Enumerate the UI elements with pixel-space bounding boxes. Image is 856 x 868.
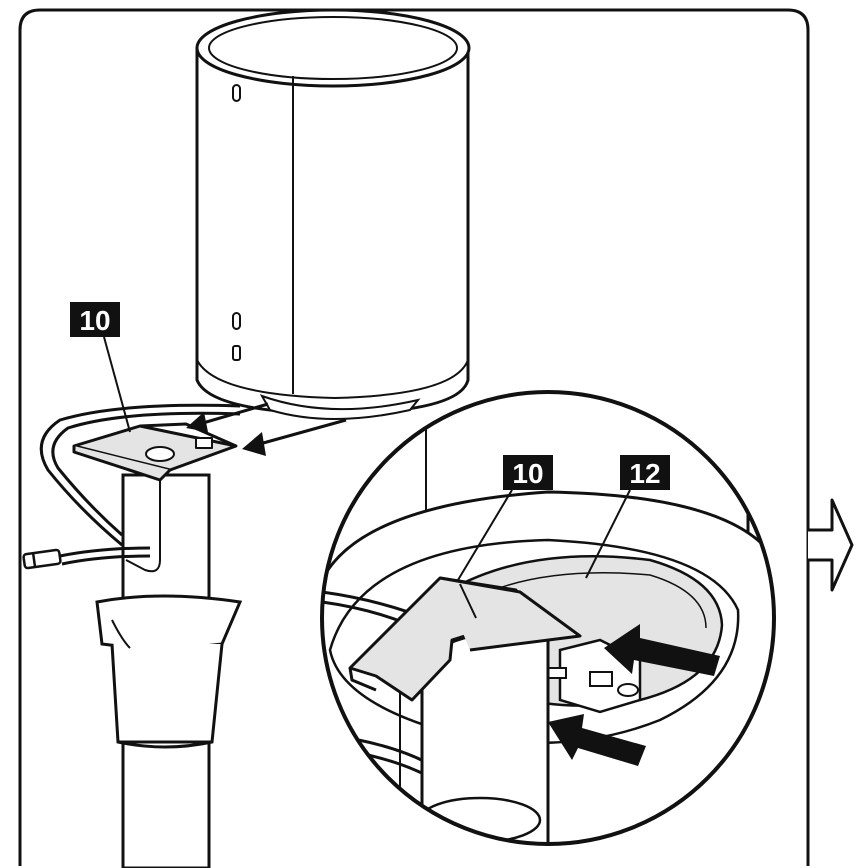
mounting-bracket — [72, 422, 238, 482]
pole-slot — [125, 478, 161, 573]
callout-main-bracket: 10 — [70, 302, 131, 433]
stand-pole — [95, 473, 243, 868]
detail-view-content — [322, 392, 774, 844]
slide-direction-arrows — [186, 402, 347, 456]
callout-detail-plate-label: 12 — [629, 458, 660, 489]
step-frame — [18, 8, 810, 866]
detail-view-ring — [320, 390, 776, 846]
callout-main-bracket-label: 10 — [79, 305, 110, 336]
callout-detail-bracket: 10 — [457, 455, 553, 581]
next-step-arrow-icon — [808, 498, 854, 592]
callout-detail-plate: 12 — [585, 455, 670, 579]
power-cable — [39, 403, 241, 566]
cable-plug-icon — [22, 548, 62, 570]
speaker-body — [195, 8, 471, 420]
callout-detail-bracket-label: 10 — [512, 458, 543, 489]
push-arrows — [548, 624, 720, 766]
